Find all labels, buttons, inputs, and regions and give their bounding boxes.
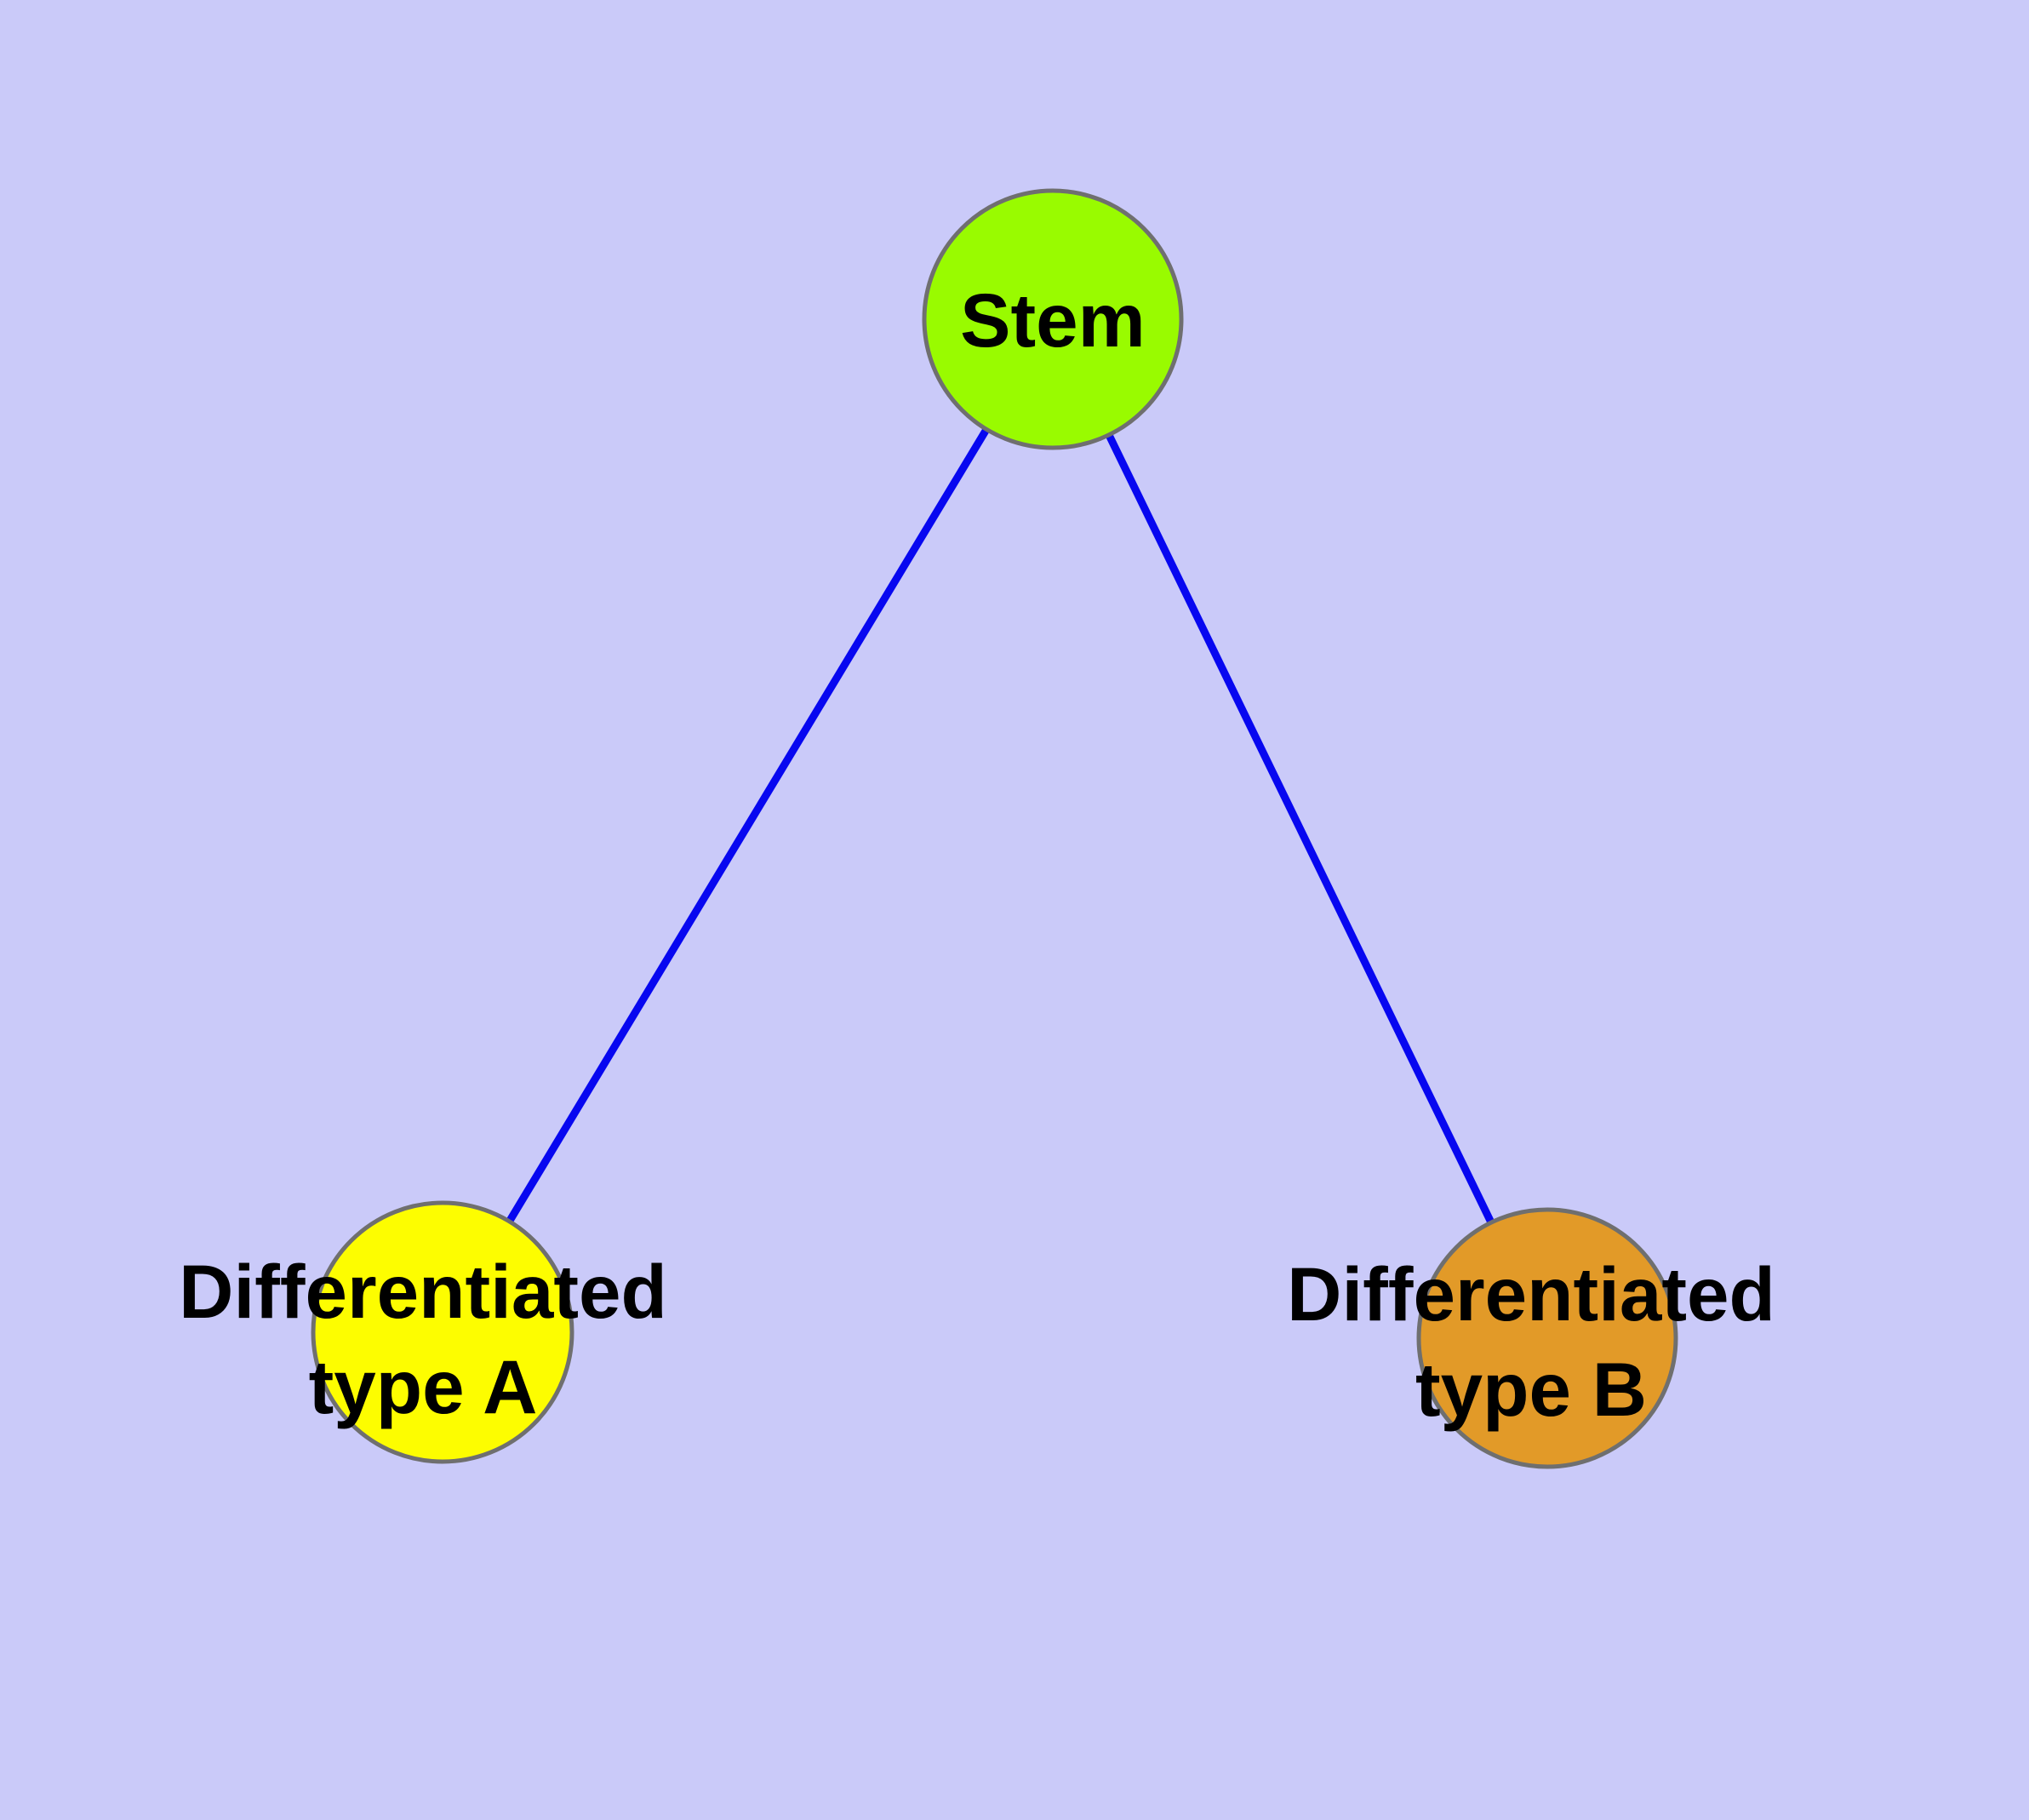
stem-node-label: Stem <box>960 272 1146 368</box>
stem-node-label-text: Stem <box>960 278 1146 363</box>
edge-stem-to-type-b <box>1049 318 1552 1340</box>
differentiated-type-b-node-label: Differentiated type B <box>1287 1246 1775 1437</box>
differentiated-type-b-label-line2: type B <box>1415 1347 1647 1432</box>
differentiated-type-a-label-line2: type A <box>308 1344 538 1429</box>
differentiated-type-b-label-line1: Differentiated <box>1287 1251 1775 1336</box>
differentiated-type-a-node-circle <box>311 1200 574 1464</box>
differentiated-type-b-node-circle <box>1416 1207 1678 1469</box>
stem-node-circle <box>922 188 1184 450</box>
differentiated-type-a-label-line1: Differentiated <box>179 1249 667 1334</box>
differentiated-type-a-node-label: Differentiated type A <box>179 1244 667 1434</box>
edge-stem-to-type-a <box>439 317 1056 1335</box>
